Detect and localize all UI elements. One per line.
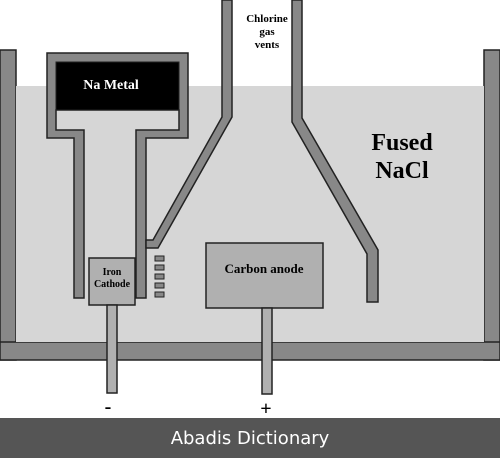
footer-text: Abadis Dictionary: [170, 427, 330, 449]
vessel-left-wall: [0, 49, 17, 361]
vessel-bottom: [0, 341, 500, 361]
vessel-right-wall: [483, 49, 500, 361]
vents-label-line1: Chlorine: [246, 13, 288, 25]
na-metal-label: Na Metal: [83, 78, 139, 93]
carbon-anode: [205, 242, 324, 309]
footer-banner: Abadis Dictionary: [0, 418, 500, 458]
electrolyte-label-line2: NaCl: [375, 158, 429, 184]
cathode-label-line2: Cathode: [94, 279, 131, 290]
vents-label-line2: gas: [259, 26, 275, 38]
screen-gauze: [154, 255, 165, 298]
chlorine-vent-right: [291, 0, 379, 303]
downs-cell-svg: Na Metal Chlorine gas vents Iron Cathode…: [0, 0, 500, 418]
anode-rod: [261, 307, 273, 395]
chlorine-vent-hood: [145, 0, 233, 249]
electrolyte-label-line1: Fused: [371, 130, 433, 156]
cathode-label-line1: Iron: [103, 267, 122, 278]
iron-cathode: [88, 257, 136, 306]
positive-terminal-label: +: [260, 398, 271, 418]
vents-label-line3: vents: [255, 39, 280, 51]
negative-terminal-label: -: [105, 396, 112, 418]
na-metal-block: [55, 61, 180, 111]
cathode-rod: [106, 304, 118, 394]
anode-label: Carbon anode: [224, 261, 303, 276]
vent-gap-fill: [233, 0, 291, 86]
